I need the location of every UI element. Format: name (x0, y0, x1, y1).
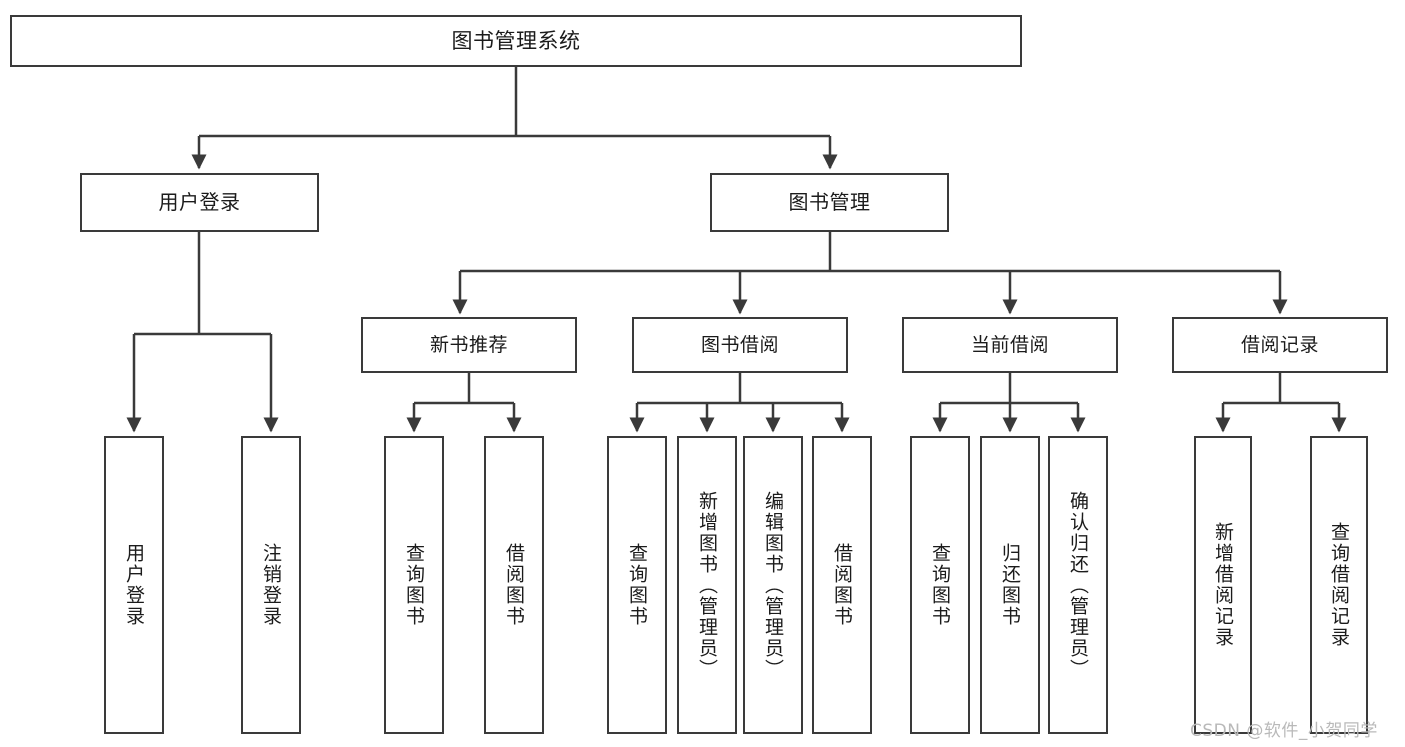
node-borrow-record[interactable]: 借阅记录 (1172, 317, 1388, 373)
node-borrow-record-child-2[interactable]: 查询借阅记录 (1310, 436, 1368, 734)
node-current-borrow-label: 当前借阅 (970, 333, 1049, 356)
node-book-borrow-child-2-label: 新增图书（管理员） (696, 490, 719, 680)
node-new-book-recommend-child-1-label: 查询图书 (403, 543, 426, 627)
node-current-borrow-child-2[interactable]: 归还图书 (980, 436, 1040, 734)
node-borrow-record-child-2-label: 查询借阅记录 (1328, 522, 1351, 648)
node-current-borrow-child-1[interactable]: 查询图书 (910, 436, 970, 734)
node-user-login-child-2-label: 注销登录 (260, 543, 283, 627)
node-user-login-label: 用户登录 (158, 189, 241, 214)
node-new-book-recommend[interactable]: 新书推荐 (361, 317, 577, 373)
node-book-borrow-child-3-label: 编辑图书（管理员） (762, 490, 785, 680)
node-current-borrow-child-1-label: 查询图书 (929, 543, 952, 627)
node-book-manage[interactable]: 图书管理 (710, 173, 949, 232)
node-book-borrow-child-4[interactable]: 借阅图书 (812, 436, 872, 734)
node-new-book-recommend-label: 新书推荐 (429, 333, 508, 356)
node-borrow-record-label: 借阅记录 (1240, 333, 1319, 356)
node-current-borrow[interactable]: 当前借阅 (902, 317, 1118, 373)
node-book-borrow-child-3[interactable]: 编辑图书（管理员） (743, 436, 803, 734)
watermark: CSDN @软件_小贺同学 (1190, 721, 1378, 741)
node-user-login-child-1-label: 用户登录 (123, 543, 146, 627)
node-book-borrow-child-4-label: 借阅图书 (831, 543, 854, 627)
node-root[interactable]: 图书管理系统 (10, 15, 1022, 67)
node-book-borrow-child-1-label: 查询图书 (626, 543, 649, 627)
node-book-borrow[interactable]: 图书借阅 (632, 317, 848, 373)
node-borrow-record-child-1-label: 新增借阅记录 (1212, 522, 1235, 648)
node-book-borrow-child-2[interactable]: 新增图书（管理员） (677, 436, 737, 734)
node-book-borrow-label: 图书借阅 (700, 333, 779, 356)
node-new-book-recommend-child-1[interactable]: 查询图书 (384, 436, 444, 734)
node-current-borrow-child-3-label: 确认归还（管理员） (1067, 490, 1090, 680)
node-user-login[interactable]: 用户登录 (80, 173, 319, 232)
node-current-borrow-child-3[interactable]: 确认归还（管理员） (1048, 436, 1108, 734)
node-root-label: 图书管理系统 (451, 28, 581, 53)
node-new-book-recommend-child-2-label: 借阅图书 (503, 543, 526, 627)
node-new-book-recommend-child-2[interactable]: 借阅图书 (484, 436, 544, 734)
node-book-borrow-child-1[interactable]: 查询图书 (607, 436, 667, 734)
node-current-borrow-child-2-label: 归还图书 (999, 543, 1022, 627)
node-user-login-child-1[interactable]: 用户登录 (104, 436, 164, 734)
node-borrow-record-child-1[interactable]: 新增借阅记录 (1194, 436, 1252, 734)
node-book-manage-label: 图书管理 (788, 189, 871, 214)
node-user-login-child-2[interactable]: 注销登录 (241, 436, 301, 734)
